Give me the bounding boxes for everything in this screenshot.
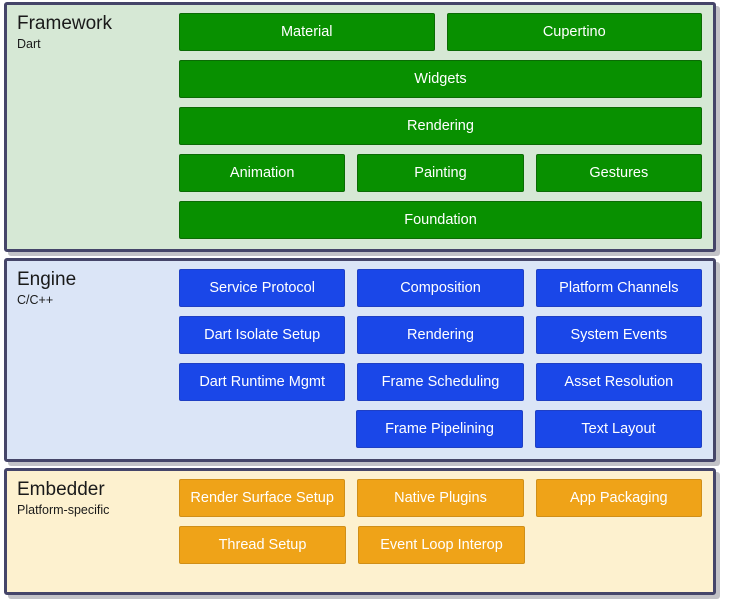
layer-embedder-title: Embedder [17,479,105,500]
box-text-layout[interactable]: Text Layout [535,410,702,448]
engine-row-4: Frame Pipelining Text Layout [179,410,702,448]
layer-framework-subtitle: Dart [17,37,41,51]
layer-framework-title: Framework [17,13,113,34]
box-widgets[interactable]: Widgets [179,60,702,98]
layer-embedder-label: Embedder Platform-specific [7,471,179,518]
layer-embedder: Embedder Platform-specific Render Surfac… [4,468,716,595]
engine-row-1: Service Protocol Composition Platform Ch… [179,269,702,307]
box-event-loop-interop[interactable]: Event Loop Interop [358,526,525,564]
embedder-row-2-spacer [537,526,702,564]
box-system-events[interactable]: System Events [535,316,702,354]
box-foundation[interactable]: Foundation [179,201,702,239]
layer-embedder-subtitle: Platform-specific [17,503,110,517]
framework-row-1: Material Cupertino [179,13,702,51]
layer-framework-grid: Material Cupertino Widgets Rendering Ani… [179,5,713,239]
box-gestures[interactable]: Gestures [535,154,702,192]
box-platform-channels[interactable]: Platform Channels [535,269,702,307]
layer-engine-label: Engine C/C++ [7,261,179,308]
layer-embedder-grid: Render Surface Setup Native Plugins App … [179,471,713,564]
framework-row-4: Animation Painting Gestures [179,154,702,192]
layer-framework: Framework Dart Material Cupertino Widget… [4,2,716,252]
box-frame-scheduling[interactable]: Frame Scheduling [357,363,524,401]
framework-row-2: Widgets [179,60,702,98]
box-composition[interactable]: Composition [357,269,524,307]
engine-row-2: Dart Isolate Setup Rendering System Even… [179,316,702,354]
box-cupertino[interactable]: Cupertino [446,13,702,51]
box-dart-isolate-setup[interactable]: Dart Isolate Setup [179,316,346,354]
framework-row-3: Rendering [179,107,702,145]
box-frame-pipelining[interactable]: Frame Pipelining [356,410,523,448]
box-painting[interactable]: Painting [357,154,524,192]
box-thread-setup[interactable]: Thread Setup [179,526,346,564]
layer-engine-title: Engine [17,269,77,290]
box-material[interactable]: Material [179,13,435,51]
box-service-protocol[interactable]: Service Protocol [179,269,346,307]
box-asset-resolution[interactable]: Asset Resolution [535,363,702,401]
layer-engine-subtitle: C/C++ [17,293,54,307]
box-rendering-engine[interactable]: Rendering [357,316,524,354]
layer-framework-label: Framework Dart [7,5,179,52]
framework-row-5: Foundation [179,201,702,239]
box-native-plugins[interactable]: Native Plugins [357,479,524,517]
embedder-row-1: Render Surface Setup Native Plugins App … [179,479,702,517]
engine-row-3: Dart Runtime Mgmt Frame Scheduling Asset… [179,363,702,401]
box-rendering-framework[interactable]: Rendering [179,107,702,145]
box-render-surface-setup[interactable]: Render Surface Setup [179,479,346,517]
layer-engine-grid: Service Protocol Composition Platform Ch… [179,261,713,448]
layer-engine: Engine C/C++ Service Protocol Compositio… [4,258,716,462]
embedder-row-2: Thread Setup Event Loop Interop [179,526,702,564]
engine-row-4-spacer [179,410,344,448]
box-animation[interactable]: Animation [179,154,346,192]
box-dart-runtime-mgmt[interactable]: Dart Runtime Mgmt [179,363,346,401]
box-app-packaging[interactable]: App Packaging [535,479,702,517]
